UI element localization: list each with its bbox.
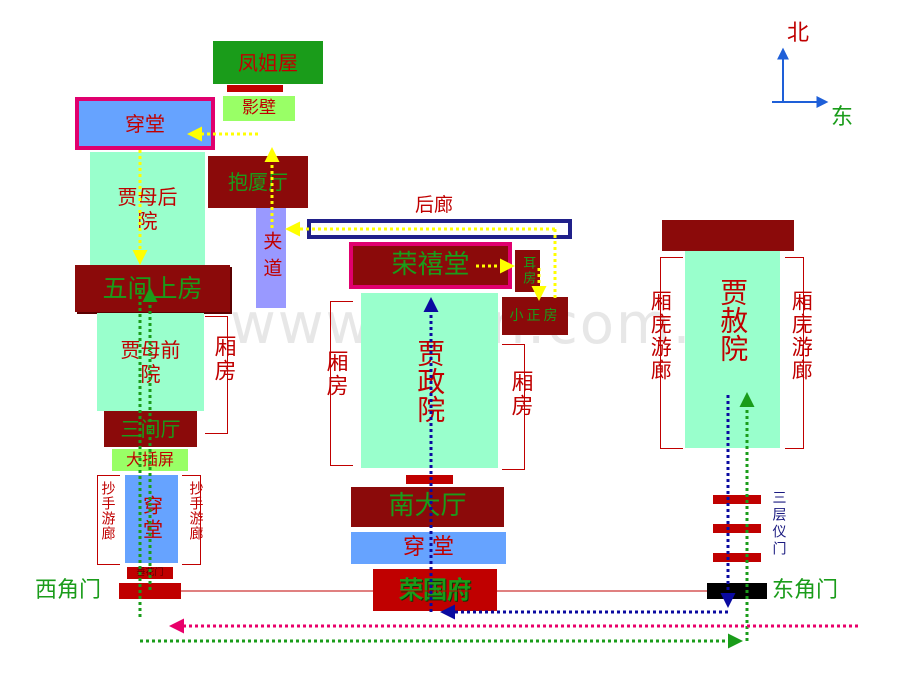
- yimen-gate-3: [713, 553, 761, 562]
- jiamu-front-yard: 贾母前院: [97, 313, 204, 411]
- fengjie-step: [227, 85, 283, 92]
- bracket-chaoshou-left: [97, 475, 120, 565]
- south-hall-step: [406, 475, 453, 484]
- big-screen: 大插屏: [112, 449, 188, 471]
- jiamu-back-yard: 贾母后院: [90, 152, 205, 265]
- bracket-xiangfang-mid-left: [330, 301, 353, 466]
- bracket-xiangpang-right: [785, 257, 804, 449]
- three-tier-yimen-label: 三层仪门: [770, 490, 787, 558]
- bracket-chaoshou-right: [182, 475, 201, 565]
- xiangfang-mid-right-label: 厢房: [507, 370, 533, 418]
- west-corner-gate-block: [119, 583, 181, 599]
- west-corner-gate-label: 西角门: [35, 578, 102, 603]
- south-great-hall: 南大厅: [351, 487, 504, 527]
- xiangpang-left-label: 厢庑游廊: [648, 290, 673, 382]
- bracket-xiangpang-left: [660, 257, 683, 449]
- xiangpang-right-label: 厢庑游廊: [789, 290, 814, 382]
- chuantang-bottom: 穿 堂: [351, 532, 506, 564]
- baoxia-hall: 抱厦厅: [208, 156, 308, 208]
- xiangfang-left-label: 厢房: [210, 335, 236, 383]
- yingbi-screen-wall: 影壁: [223, 96, 295, 121]
- back-corridor: [307, 219, 572, 239]
- yimen-gate-2: [713, 524, 761, 533]
- xiangfang-mid-left-label: 厢房: [322, 350, 348, 398]
- north-label: 北: [787, 21, 810, 46]
- chuantang-middle: 穿堂: [125, 475, 178, 563]
- yimen-gate-1: [713, 495, 761, 504]
- three-room-hall: 三间厅: [104, 411, 197, 447]
- bracket-xiangfang-left: [205, 316, 228, 434]
- ear-room: 耳房: [515, 250, 540, 292]
- rongguo-mansion-gate: 荣国府: [373, 569, 497, 611]
- rongxi-hall: 荣禧堂: [349, 242, 512, 289]
- east-corner-gate-block: [707, 583, 767, 599]
- bracket-xiangfang-mid-right: [502, 344, 525, 470]
- small-main-room: 小正房: [502, 297, 568, 335]
- chuihua-gate: 垂花门: [127, 567, 173, 579]
- jiadao-passage: 夹道: [256, 208, 286, 308]
- east-corner-gate-label: 东角门: [772, 578, 839, 603]
- fengjie-room: 凤姐屋: [213, 41, 323, 84]
- five-room-main-house: 五间上房: [75, 265, 230, 312]
- chaoshou-left-label: 抄手游廊: [99, 481, 116, 541]
- jiashe-yard: 贾赦院: [685, 251, 780, 448]
- chaoshou-right-label: 抄手游廊: [187, 481, 204, 541]
- chuantang-top: 穿堂: [75, 97, 215, 150]
- jiashe-top-hall: [662, 220, 794, 251]
- back-corridor-label: 后廊: [415, 194, 454, 216]
- east-label: 东: [831, 105, 854, 130]
- jiazheng-yard: 贾政院: [361, 293, 498, 468]
